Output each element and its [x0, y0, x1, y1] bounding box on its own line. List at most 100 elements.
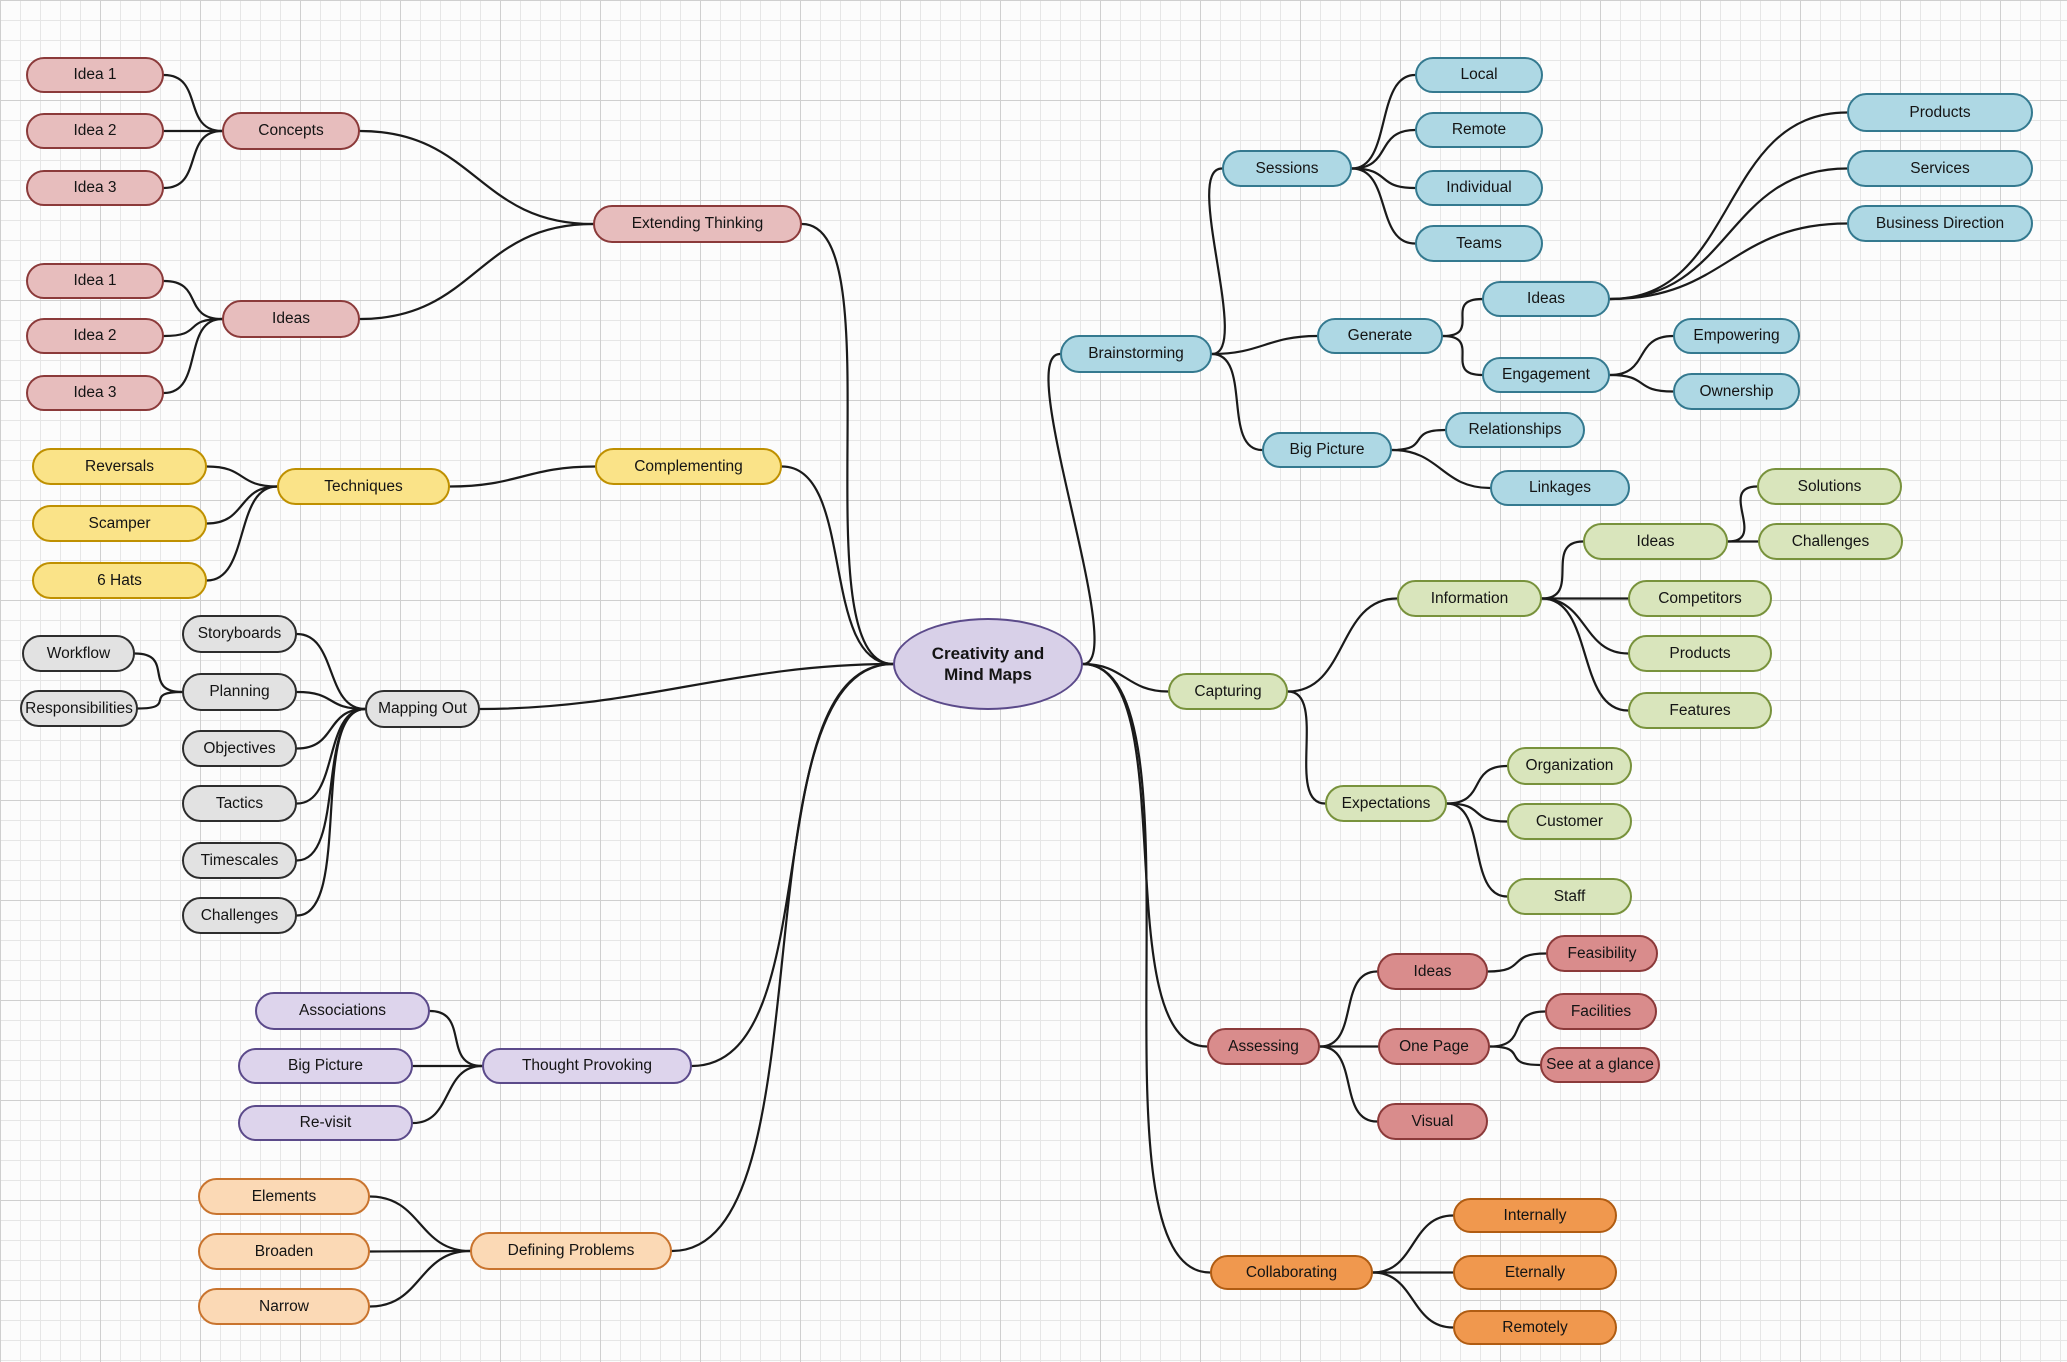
node-visual[interactable]: Visual [1377, 1103, 1488, 1140]
node-internally[interactable]: Internally [1453, 1198, 1617, 1233]
node-feasibility[interactable]: Feasibility [1546, 935, 1658, 972]
node-bigpic_b[interactable]: Big Picture [1262, 432, 1392, 468]
node-label: Services [1910, 159, 1970, 177]
edge-root-capturing [1081, 662, 1170, 693]
node-assessing[interactable]: Assessing [1207, 1028, 1320, 1065]
node-storyboards[interactable]: Storyboards [182, 615, 297, 653]
node-label: Elements [251, 1187, 317, 1205]
edge-ideas_b-services [1608, 167, 1849, 301]
node-label: Idea 3 [73, 179, 117, 196]
node-information[interactable]: Information [1397, 580, 1542, 617]
node-complementing[interactable]: Complementing [595, 448, 782, 485]
node-label: Empowering [1693, 327, 1780, 344]
node-reversals[interactable]: Reversals [32, 448, 207, 485]
node-narrow[interactable]: Narrow [198, 1288, 370, 1325]
node-scamper[interactable]: Scamper [32, 505, 207, 542]
node-facilities[interactable]: Facilities [1545, 993, 1657, 1030]
node-products_b[interactable]: Products [1847, 93, 2033, 132]
edge-techniques-reversals [205, 465, 279, 488]
node-associations[interactable]: Associations [255, 992, 430, 1030]
node-brainstorm[interactable]: Brainstorming [1060, 335, 1212, 373]
node-capturing[interactable]: Capturing [1168, 673, 1288, 710]
node-revisit[interactable]: Re-visit [238, 1105, 413, 1141]
edge-bigpic_b-linkages [1390, 448, 1492, 490]
node-remote[interactable]: Remote [1415, 112, 1543, 148]
node-products_g[interactable]: Products [1628, 635, 1772, 672]
edge-sessions-local [1350, 73, 1417, 170]
node-timescales[interactable]: Timescales [182, 842, 297, 879]
node-root[interactable]: Creativity and Mind Maps [893, 618, 1083, 710]
node-local[interactable]: Local [1415, 57, 1543, 93]
node-seeglance[interactable]: See at a glance [1540, 1047, 1660, 1083]
node-sessions[interactable]: Sessions [1222, 150, 1352, 187]
node-generate[interactable]: Generate [1317, 318, 1443, 354]
node-features[interactable]: Features [1628, 692, 1772, 729]
edge-mapping-timescales [295, 707, 367, 862]
edge-concepts-idea3a [162, 129, 224, 190]
node-concepts[interactable]: Concepts [222, 112, 360, 150]
node-thought[interactable]: Thought Provoking [482, 1048, 692, 1084]
node-label: Re-visit [299, 1114, 352, 1131]
node-objectives[interactable]: Objectives [182, 730, 297, 767]
node-ideas_l[interactable]: Ideas [222, 300, 360, 338]
node-mapping[interactable]: Mapping Out [365, 690, 480, 728]
node-ideas_a[interactable]: Ideas [1377, 953, 1488, 990]
edge-onepage-seeglance [1488, 1045, 1542, 1067]
edge-ideas_g-solutions [1726, 485, 1759, 543]
node-label: Eternally [1504, 1263, 1566, 1281]
node-broaden[interactable]: Broaden [198, 1233, 370, 1270]
node-label: Customer [1535, 812, 1604, 830]
node-challenges_l[interactable]: Challenges [182, 897, 297, 934]
edge-generate-engagement [1441, 334, 1484, 377]
edge-planning-workflow [133, 652, 184, 694]
node-elements[interactable]: Elements [198, 1178, 370, 1215]
node-label: Expectations [1341, 794, 1431, 812]
edge-collaborating-remotely [1371, 1271, 1455, 1329]
node-relationships[interactable]: Relationships [1445, 412, 1585, 448]
node-challenges_g[interactable]: Challenges [1758, 523, 1903, 560]
node-idea1a[interactable]: Idea 1 [26, 57, 164, 93]
edge-thought-associations [428, 1009, 484, 1068]
node-idea3b[interactable]: Idea 3 [26, 375, 164, 411]
node-idea2b[interactable]: Idea 2 [26, 318, 164, 354]
node-empowering[interactable]: Empowering [1673, 318, 1800, 354]
node-services[interactable]: Services [1847, 150, 2033, 187]
node-sixhats[interactable]: 6 Hats [32, 562, 207, 599]
node-idea3a[interactable]: Idea 3 [26, 170, 164, 206]
node-label: Storyboards [197, 625, 282, 642]
edge-root-collaborating [1081, 662, 1212, 1274]
node-defining[interactable]: Defining Problems [470, 1232, 672, 1270]
node-label: See at a glance [1546, 1056, 1654, 1073]
node-ideas_b[interactable]: Ideas [1482, 281, 1610, 317]
node-workflow[interactable]: Workflow [22, 635, 135, 672]
node-linkages[interactable]: Linkages [1490, 470, 1630, 506]
node-teams[interactable]: Teams [1415, 225, 1543, 262]
node-organization[interactable]: Organization [1507, 747, 1632, 785]
node-competitors[interactable]: Competitors [1628, 580, 1772, 617]
node-bizdir[interactable]: Business Direction [1847, 205, 2033, 242]
node-idea2a[interactable]: Idea 2 [26, 113, 164, 149]
node-label: Idea 3 [73, 384, 117, 401]
node-idea1b[interactable]: Idea 1 [26, 263, 164, 299]
node-remotely[interactable]: Remotely [1453, 1310, 1617, 1345]
node-responsibilities[interactable]: Responsibilities [20, 690, 138, 727]
node-onepage[interactable]: One Page [1378, 1028, 1490, 1065]
node-individual[interactable]: Individual [1415, 170, 1543, 206]
node-staff[interactable]: Staff [1507, 878, 1632, 915]
node-customer[interactable]: Customer [1507, 803, 1632, 840]
node-planning[interactable]: Planning [182, 673, 297, 711]
node-solutions[interactable]: Solutions [1757, 468, 1902, 505]
node-extending[interactable]: Extending Thinking [593, 205, 802, 243]
node-tactics[interactable]: Tactics [182, 785, 297, 822]
node-label: Sessions [1255, 159, 1319, 177]
node-expectations[interactable]: Expectations [1325, 785, 1447, 822]
edge-root-extending [800, 222, 895, 666]
node-ownership[interactable]: Ownership [1673, 373, 1800, 410]
node-techniques[interactable]: Techniques [277, 468, 450, 505]
node-ideas_g[interactable]: Ideas [1583, 523, 1728, 560]
node-engagement[interactable]: Engagement [1482, 357, 1610, 393]
node-label: Brainstorming [1088, 345, 1184, 362]
node-eternally[interactable]: Eternally [1453, 1255, 1617, 1290]
node-bigpic_l[interactable]: Big Picture [238, 1048, 413, 1084]
node-collaborating[interactable]: Collaborating [1210, 1255, 1373, 1290]
